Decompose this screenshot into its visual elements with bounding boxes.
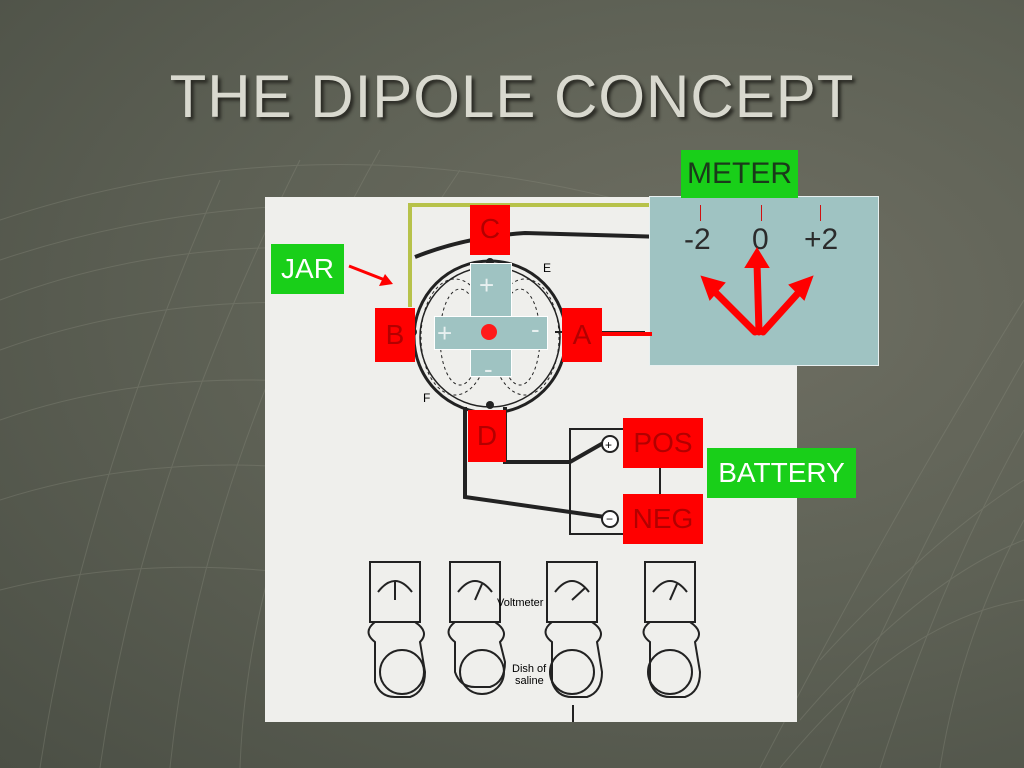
electrode-d-label: D (468, 410, 506, 462)
jar-label: JAR (271, 244, 344, 294)
sign-top: + (479, 270, 495, 300)
meter-connector-line (600, 332, 652, 336)
voltmeter-text: Voltmeter (497, 597, 544, 609)
sign-right: - (531, 314, 540, 344)
neg-label: NEG (623, 494, 703, 544)
meter-panel: -2 0 +2 (649, 196, 879, 366)
label-f: F (423, 391, 430, 405)
battery-label: BATTERY (707, 448, 856, 498)
scale-center: 0 (752, 223, 769, 256)
electrode-b-label: B (375, 308, 415, 362)
scale-right: +2 (804, 223, 839, 256)
tick-center (761, 205, 762, 221)
electrode-c-label: C (470, 205, 510, 255)
pos-label: POS (623, 418, 703, 468)
jar-pointer-arrow-icon (348, 264, 393, 286)
meter-wire (408, 203, 665, 307)
meter-label: METER (681, 150, 798, 198)
slide-title: THE DIPOLE CONCEPT (169, 63, 855, 130)
tick-left (700, 205, 701, 221)
svg-text:+: + (605, 438, 612, 452)
electrode-a-label: A (562, 308, 602, 362)
voltmeter-examples (367, 561, 702, 698)
sign-bottom: - (484, 354, 493, 384)
dish-text-2: saline (515, 675, 544, 687)
needle-arrows-icon (700, 247, 814, 336)
svg-text:−: − (606, 512, 613, 526)
scale-left: -2 (684, 223, 711, 256)
label-e: E (543, 261, 551, 275)
battery-box (569, 428, 661, 535)
tick-right (820, 205, 821, 221)
dish-text-1: Dish of (512, 663, 547, 675)
dipole-horizontal-bar (434, 316, 548, 350)
sign-left: + (437, 318, 453, 348)
dipole-center-dot (481, 324, 497, 340)
